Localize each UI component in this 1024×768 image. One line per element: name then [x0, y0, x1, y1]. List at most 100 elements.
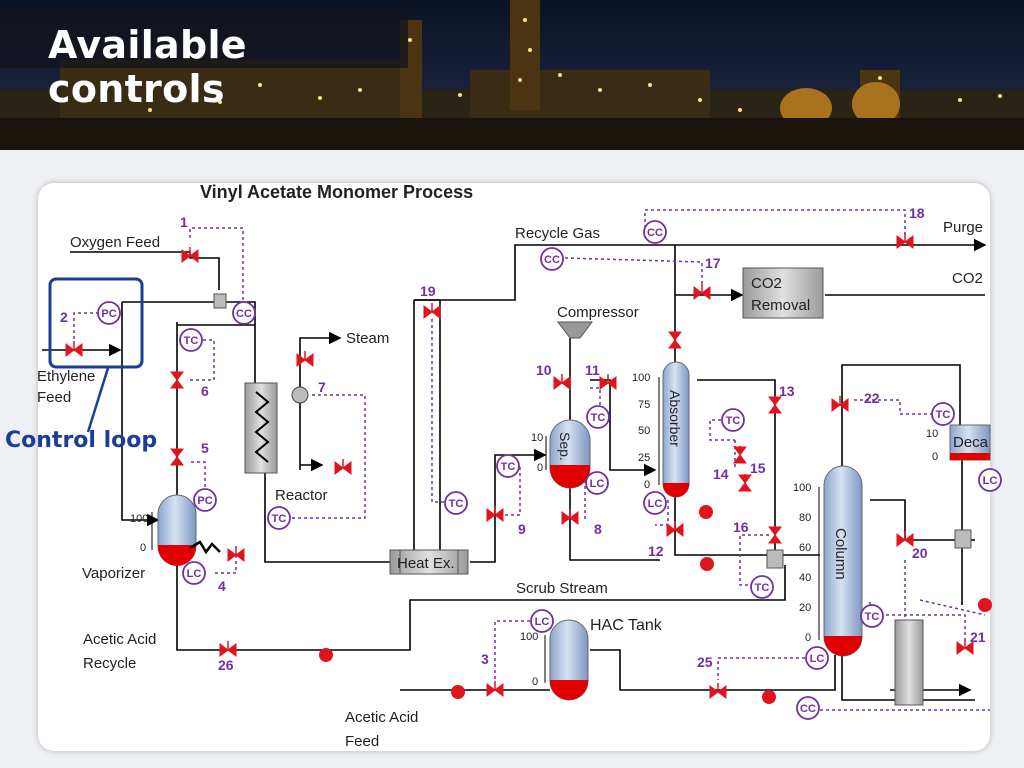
svg-text:0: 0	[932, 451, 938, 463]
lc-controller[interactable]: LC	[643, 491, 667, 515]
controller-label: TC	[184, 335, 199, 347]
controller-label: CC	[647, 227, 663, 239]
controller-label: LC	[535, 616, 550, 628]
tc-controller[interactable]: TC	[750, 575, 774, 599]
refinery-night-photo	[0, 0, 1024, 150]
svg-text:11: 11	[585, 362, 600, 378]
header-banner: Available controls	[0, 0, 1024, 150]
svg-text:Column: Column	[832, 528, 849, 580]
controller-label: TC	[755, 582, 770, 594]
valve-numbers: 1 2 3 4 5 6 7 8 9 10 11 12 13 14 15 16 1…	[60, 205, 986, 673]
column: Column 100 80 60 40 20 0	[793, 465, 863, 657]
svg-text:Reactor: Reactor	[275, 487, 328, 504]
cc-controller[interactable]: CC	[232, 301, 256, 325]
svg-text:Purge: Purge	[943, 219, 983, 236]
title-box: Available controls	[0, 10, 408, 111]
controller-label: CC	[544, 254, 560, 266]
svg-text:22: 22	[864, 390, 880, 406]
lc-controller[interactable]: LC	[182, 561, 206, 585]
svg-text:15: 15	[750, 460, 766, 476]
svg-text:CO2: CO2	[952, 270, 983, 287]
cc-controller[interactable]: CC	[643, 220, 667, 244]
lc-controller[interactable]: LC	[978, 468, 1002, 492]
controller-label: LC	[983, 475, 998, 487]
svg-text:Scrub Stream: Scrub Stream	[516, 580, 608, 597]
tc-controller[interactable]: TC	[267, 506, 291, 530]
svg-text:Oxygen Feed: Oxygen Feed	[70, 234, 160, 251]
svg-text:17: 17	[705, 255, 721, 271]
svg-text:Steam: Steam	[346, 330, 389, 347]
svg-text:Absorber: Absorber	[667, 390, 683, 447]
separator: Sep. 10 0	[531, 419, 591, 489]
lc-controller[interactable]: LC	[530, 609, 554, 633]
svg-text:16: 16	[733, 519, 749, 535]
diagram-title: Vinyl Acetate Monomer Process	[200, 182, 473, 202]
controller-label: CC	[236, 308, 252, 320]
pc-controller[interactable]: PC	[193, 488, 217, 512]
controller-label: LC	[810, 653, 825, 665]
svg-text:Vinyl Acetate Monomer Process: Vinyl Acetate Monomer Process	[200, 182, 473, 202]
tc-controller[interactable]: TC	[931, 402, 955, 426]
svg-text:100: 100	[520, 631, 538, 643]
svg-text:10: 10	[536, 362, 552, 378]
svg-text:Compressor: Compressor	[557, 304, 639, 321]
vaporizer: 100 0 Vaporizer	[82, 494, 221, 582]
control-loop-label: Control loop	[5, 428, 158, 453]
controllers[interactable]: PC CC TC PC LC TC TC TC LC TC CC CC TC LC TC TC TC LC LC CC…	[97, 220, 1002, 720]
svg-text:25: 25	[697, 654, 713, 670]
controller-label: LC	[648, 498, 663, 510]
svg-text:HAC Tank: HAC Tank	[590, 617, 663, 634]
absorber: Absorber 100 75 50 25 0	[632, 361, 690, 498]
svg-text:0: 0	[140, 542, 146, 554]
svg-text:12: 12	[648, 543, 664, 559]
heat-exchanger: Heat Ex.	[389, 549, 469, 575]
svg-text:40: 40	[799, 572, 811, 584]
tc-controller[interactable]: TC	[860, 604, 884, 628]
tc-controller[interactable]: TC	[496, 454, 520, 478]
svg-text:Sep.: Sep.	[557, 432, 573, 461]
controller-label: TC	[449, 498, 464, 510]
svg-text:100: 100	[632, 372, 650, 384]
hac-tank: HAC Tank 100 0	[520, 617, 663, 701]
svg-text:18: 18	[909, 205, 925, 221]
cc-controller[interactable]: CC	[540, 247, 564, 271]
svg-text:25: 25	[638, 452, 650, 464]
controller-label: TC	[726, 415, 741, 427]
svg-text:Recycle: Recycle	[83, 655, 136, 672]
controller-label: TC	[272, 513, 287, 525]
signal-lines	[73, 209, 990, 711]
cc-controller[interactable]: CC	[796, 696, 820, 720]
tc-controller[interactable]: TC	[721, 408, 745, 432]
svg-text:6: 6	[201, 383, 209, 399]
control-valves[interactable]	[65, 233, 974, 699]
svg-text:10: 10	[926, 428, 938, 440]
svg-text:26: 26	[218, 657, 234, 673]
controller-label: PC	[197, 495, 212, 507]
controller-label: TC	[865, 611, 880, 623]
svg-text:20: 20	[912, 545, 928, 561]
pc-controller[interactable]: PC	[97, 301, 121, 325]
tc-controller[interactable]: TC	[179, 328, 203, 352]
svg-text:0: 0	[537, 462, 543, 474]
svg-text:Feed: Feed	[37, 389, 71, 406]
svg-text:5: 5	[201, 440, 209, 456]
lc-controller[interactable]: LC	[585, 471, 609, 495]
svg-text:13: 13	[779, 383, 795, 399]
svg-text:9: 9	[518, 521, 526, 537]
tc-controller[interactable]: TC	[586, 405, 610, 429]
svg-text:Removal: Removal	[751, 297, 810, 314]
lc-controller[interactable]: LC	[805, 646, 829, 670]
mixer-blocks	[213, 293, 784, 569]
tc-controller[interactable]: TC	[444, 491, 468, 515]
svg-text:4: 4	[218, 578, 226, 594]
svg-text:Vaporizer: Vaporizer	[82, 565, 145, 582]
svg-text:10: 10	[531, 432, 543, 444]
co2-removal: CO2 Removal	[742, 267, 824, 319]
svg-text:Recycle Gas: Recycle Gas	[515, 225, 600, 242]
svg-text:1: 1	[180, 214, 188, 230]
svg-text:20: 20	[799, 602, 811, 614]
svg-text:0: 0	[644, 479, 650, 491]
svg-text:8: 8	[594, 521, 602, 537]
compressor: Compressor	[557, 304, 639, 339]
